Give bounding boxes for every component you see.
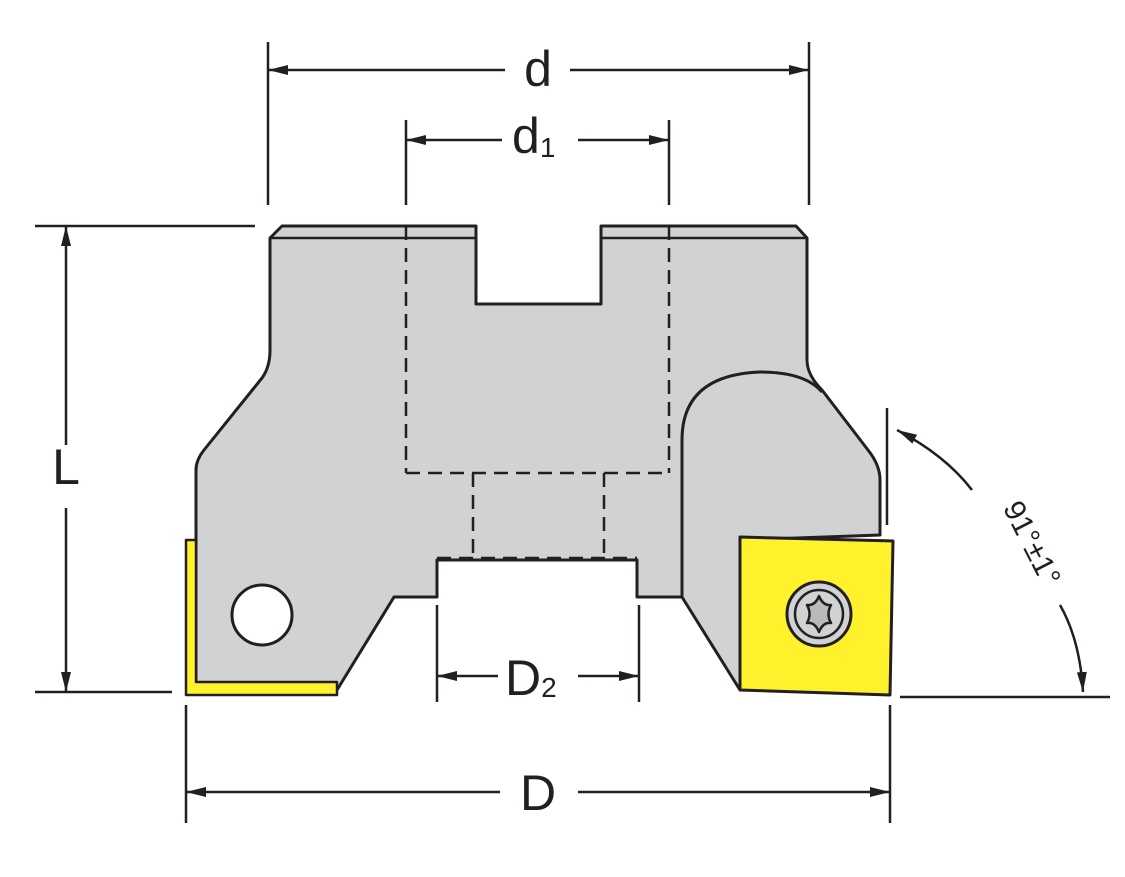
- label-D: D: [520, 765, 556, 821]
- torx-screw-icon: [785, 580, 853, 648]
- label-D2: D2: [505, 650, 557, 706]
- left-insert: [184, 538, 339, 697]
- label-D2-sub: 2: [541, 672, 557, 703]
- label-d1-main: d: [512, 108, 540, 164]
- label-L: L: [52, 439, 80, 495]
- chip-pocket: [680, 370, 824, 597]
- label-angle: 91°±1°: [996, 496, 1066, 592]
- hidden-bore-lines: [404, 226, 671, 560]
- label-d: d: [524, 41, 552, 97]
- coolant-hole: [230, 583, 294, 647]
- dim-angle-upper: [896, 428, 973, 491]
- label-d1-sub: 1: [540, 132, 556, 163]
- label-D2-main: D: [505, 650, 541, 706]
- extension-lines: [35, 42, 1110, 823]
- dim-angle-lower: [1058, 604, 1087, 693]
- dimension-lines: [61, 65, 1087, 797]
- label-d1: d1: [512, 108, 555, 164]
